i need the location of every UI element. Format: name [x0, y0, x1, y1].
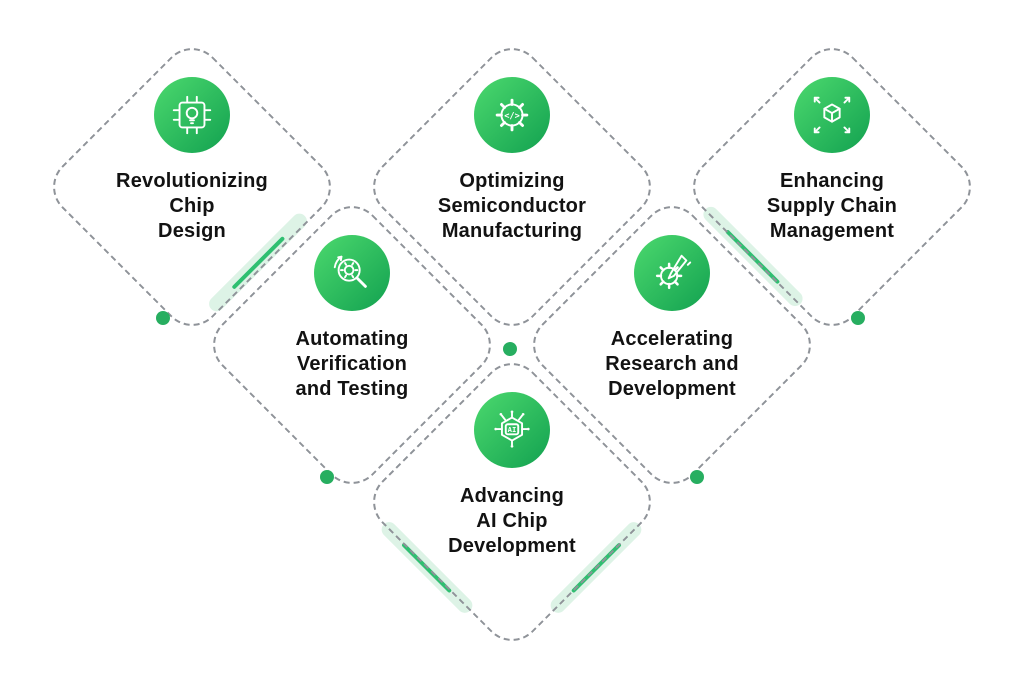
code-glyph: </> [504, 111, 520, 121]
ai-glyph: AI [508, 425, 517, 434]
package-shield-icon [794, 77, 870, 153]
gear-code-icon: </> [474, 77, 550, 153]
chip-lightbulb-icon [154, 77, 230, 153]
connector-dot [320, 470, 334, 484]
gear-pencil-icon [634, 235, 710, 311]
ai-chip-icon: AI [474, 392, 550, 468]
card-title: Optimizing Semiconductor Manufacturing [437, 170, 587, 242]
card-title: Revolutionizing Chip Design [116, 170, 268, 242]
card-title: Automating Verification and Testing [295, 328, 409, 400]
magnifier-gear-icon [314, 235, 390, 311]
card-title: Accelerating Research and Development [605, 328, 739, 400]
card-title: Enhancing Supply Chain Management [766, 170, 898, 242]
connector-dot [851, 311, 865, 325]
connector-dot [156, 311, 170, 325]
card-title: Advancing AI Chip Development [448, 485, 576, 557]
connector-dot [503, 342, 517, 356]
connector-dot [690, 470, 704, 484]
